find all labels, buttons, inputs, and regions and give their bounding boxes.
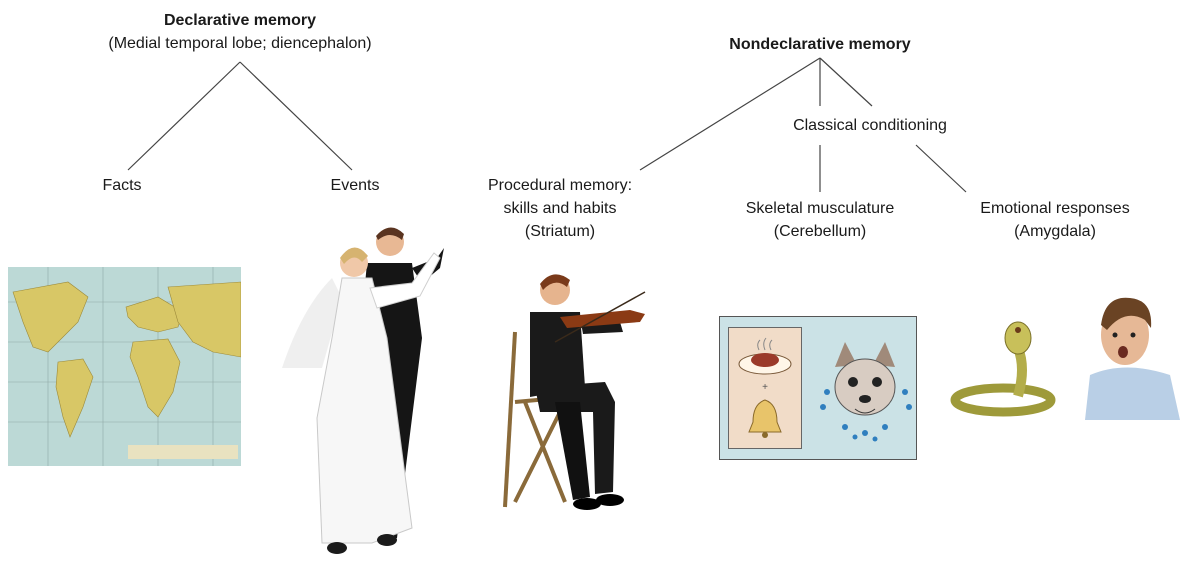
emotional-line-2: (Amygdala) xyxy=(1014,223,1096,240)
emotional-label: Emotional responses (Amygdala) xyxy=(955,198,1155,242)
cobra-image xyxy=(948,318,1068,423)
dancing-couple-image xyxy=(262,218,462,563)
declarative-title: Declarative memory xyxy=(163,12,317,29)
nondeclarative-title: Nondeclarative memory xyxy=(729,36,911,53)
svg-text:+: + xyxy=(762,382,768,393)
emotional-line-1: Emotional responses xyxy=(980,200,1130,217)
conditioning-panel: + xyxy=(719,316,917,460)
line-declarative-facts xyxy=(127,61,241,171)
line-nondeclarative-procedural xyxy=(639,57,821,171)
facts-label: Facts xyxy=(102,177,142,194)
procedural-line-2: skills and habits xyxy=(503,200,617,217)
declarative-subtitle: (Medial temporal lobe; diencephalon) xyxy=(108,35,372,52)
skeletal-line-1: Skeletal musculature xyxy=(745,200,895,217)
line-classical-emotional xyxy=(915,144,967,193)
line-declarative-events xyxy=(239,61,353,171)
procedural-line-1: Procedural memory: xyxy=(487,177,633,194)
procedural-label: Procedural memory: skills and habits (St… xyxy=(460,175,660,242)
events-label: Events xyxy=(330,177,380,194)
classical-conditioning-label: Classical conditioning xyxy=(793,117,947,134)
violinist-image xyxy=(495,262,655,522)
line-nondeclarative-classical xyxy=(819,57,873,107)
stimulus-card: + xyxy=(728,327,802,449)
skeletal-label: Skeletal musculature (Cerebellum) xyxy=(715,198,925,242)
startled-man-image xyxy=(1075,290,1185,425)
bell-icon xyxy=(748,399,782,433)
salivating-dog-icon xyxy=(820,342,912,442)
procedural-line-3: (Striatum) xyxy=(524,223,596,240)
skeletal-line-2: (Cerebellum) xyxy=(773,223,867,240)
world-map-image xyxy=(8,267,241,466)
